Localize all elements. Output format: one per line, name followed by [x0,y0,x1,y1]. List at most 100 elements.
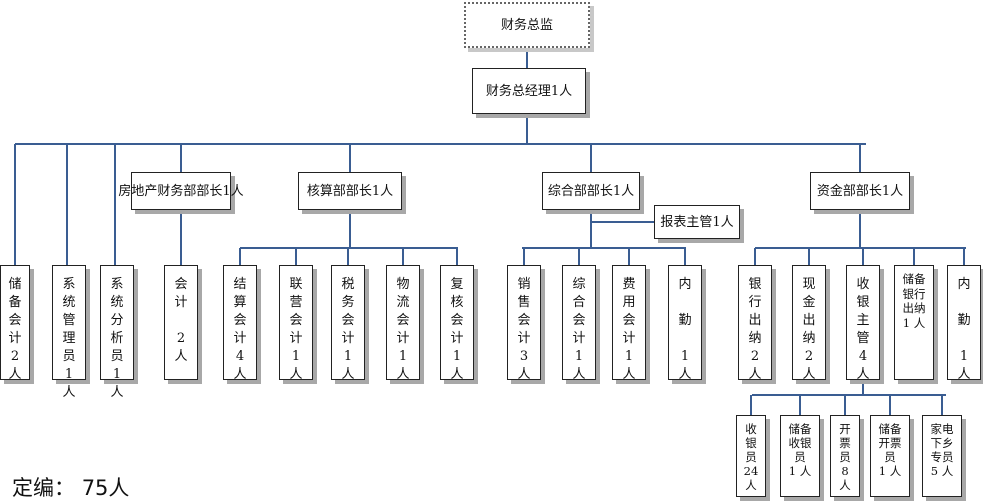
node-char: 人 [745,478,757,492]
node-char: 储备 [902,272,926,286]
node-text-line: 资金部 [816,183,856,199]
node-char: 收 [745,422,757,436]
node-char: 结 [233,277,247,292]
node-char: 人 [839,478,851,492]
node-char: 会 [396,313,410,328]
node-char: 银行 [902,286,926,301]
node-text-line: 报表主管 [660,214,713,230]
node-char: 8 [841,464,849,478]
node-char: 收银 [788,436,812,450]
node-char: 会 [517,313,531,328]
node-char: 计 [289,331,303,346]
node-char: 内 [957,277,971,292]
node-char: 复 [450,277,464,292]
node-char: 人 [174,349,188,364]
node-char: 计 [396,331,410,346]
node-char: 税 [341,277,355,292]
node-char: 计 [572,331,586,346]
node-char: 4 [235,349,245,364]
node-char: 统 [110,295,124,310]
node-char: 人 [622,367,636,382]
staff-quota: 定编： 75人 [12,472,129,502]
node-char: 计 [174,295,188,310]
node-char: 会 [8,313,22,328]
node-text-line: 部长1人 [586,183,635,199]
node-char: 人 [856,367,870,382]
node-char: 1 [291,349,301,364]
node-char: 系 [62,277,76,292]
node-char: 物 [396,277,410,292]
node-char: 1 [959,349,969,364]
node-char: 2 [10,349,20,364]
node-char: 计 [622,331,636,346]
node-char: 1 [64,367,74,382]
node-char: 人 [289,367,303,382]
node-text-line: 房地产财务部 [118,183,197,199]
node-text-line: 财务总监 [500,17,553,33]
node-char: 费 [622,277,636,292]
node-char: 分 [110,313,124,328]
node-char [962,330,966,348]
node-char: 会 [572,313,586,328]
node-char: 储备 [878,422,902,436]
node-text-line: 核算部 [306,183,346,199]
node-char: 家电 [930,422,954,436]
node-char: 员 [884,450,896,464]
node-char: 1 [112,367,122,382]
node-char: 人 [450,367,464,382]
node-text-line: 部长1人 [345,183,394,199]
node-char: 系 [110,277,124,292]
node-char: 2 [804,349,814,364]
node-char: 票 [839,436,851,450]
node-text-line: 部长1人 [855,183,904,199]
node-char: 出 [802,313,816,328]
node-char: 1 [680,349,690,364]
node-char: 出 [748,313,762,328]
node-char: 2 [750,349,760,364]
node-char: 算 [233,295,247,310]
node-char: 纳 [748,331,762,346]
node-char: 1 [624,349,634,364]
node-char: 银 [748,277,762,292]
node-char: 1 [452,349,462,364]
node-char: 行 [748,295,762,310]
node-char: 3 [519,349,529,364]
node-char: 人 [233,367,247,382]
node-char: 人 [748,367,762,382]
node-finance-director: 财务总监 [464,2,590,48]
staff-quota-value: 75人 [81,476,130,500]
node-char: 员 [794,450,806,464]
node-char: 析 [110,331,124,346]
node-char: 会 [341,313,355,328]
node-char: 合 [572,295,586,310]
node-char: 人 [341,367,355,382]
node-dept-3: 资金部部长1人 [810,172,910,210]
node-char: 计 [233,331,247,346]
